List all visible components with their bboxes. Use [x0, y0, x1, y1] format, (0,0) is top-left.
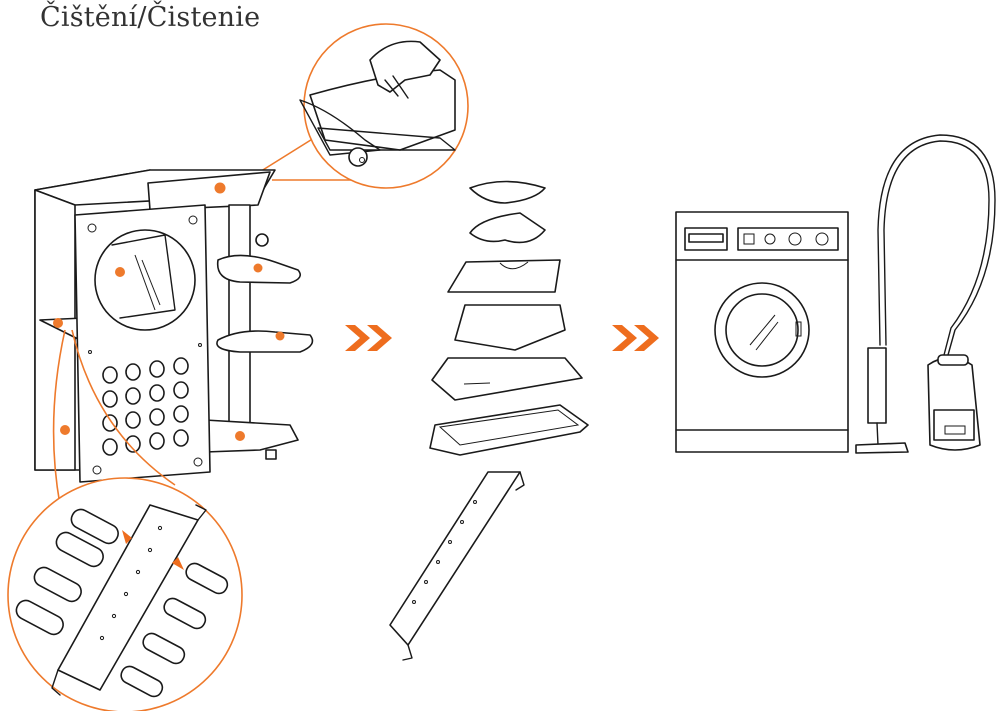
vacuum-cleaner-icon — [856, 135, 995, 453]
arrow-1-icon — [345, 325, 392, 351]
cat-tree — [35, 170, 312, 482]
washing-machine-icon — [676, 212, 848, 452]
arrow-2-icon — [612, 325, 659, 351]
exploded-parts — [390, 182, 588, 661]
top-detail-callout — [258, 24, 468, 188]
